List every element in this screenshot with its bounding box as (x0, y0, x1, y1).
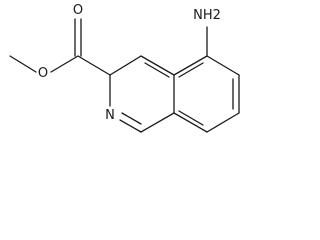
bond-c5-c4a-inner (178, 62, 204, 78)
bond-c4-c4a-outer (140, 55, 175, 76)
bond-c5-c6 (206, 55, 240, 76)
bond-carbonyl-o-single (50, 55, 79, 73)
bond-c3-carbonyl (77, 55, 111, 76)
ester-oxygen-label: O (38, 66, 48, 81)
carbonyl-oxygen-label: O (73, 3, 83, 18)
bond-o-methyl (9, 55, 37, 73)
bond-c4-c4a-inner (144, 62, 170, 78)
bond-c4a-c5 (173, 55, 208, 76)
bond-c1-n2-outer (119, 119, 142, 133)
bond-c8-c8a-outer (173, 112, 208, 133)
bond-c1-n2-inner (121, 112, 142, 125)
bond-c7-c8 (206, 112, 240, 133)
molecule-structure: NH2 N O O (9, 3, 240, 133)
bond-c8a-c1 (140, 112, 175, 133)
bond-c3-c4 (109, 55, 142, 76)
ring-nitrogen-label: N (105, 108, 115, 123)
bond-c8-c8a-inner (178, 110, 204, 126)
amino-group-label: NH2 (193, 8, 221, 23)
